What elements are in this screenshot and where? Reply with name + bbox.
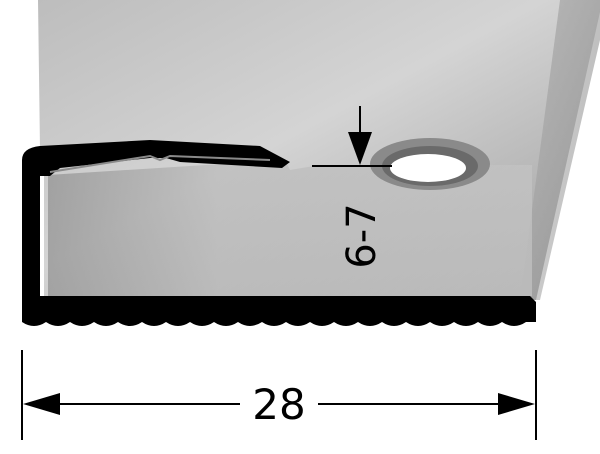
width-arrowhead-left [23, 393, 60, 415]
height-dimension: 6-7 [312, 106, 392, 269]
profile-base-grooves [22, 318, 536, 326]
profile-base [22, 296, 536, 322]
width-arrowhead-right [498, 393, 535, 415]
width-dimension: 28 [21, 350, 537, 440]
metal-right-edge [520, 0, 600, 300]
profile-top-lip [22, 140, 290, 300]
metal-surface [38, 0, 600, 300]
height-dimension-label: 6-7 [339, 203, 385, 268]
profile-lip-groove [49, 154, 271, 173]
height-arrowhead [348, 132, 372, 165]
mounting-hole [370, 138, 490, 190]
width-dimension-label: 28 [252, 380, 305, 429]
profile-inner-face [48, 160, 532, 296]
hole-opening [390, 154, 466, 182]
profile-cross-section [22, 140, 536, 326]
